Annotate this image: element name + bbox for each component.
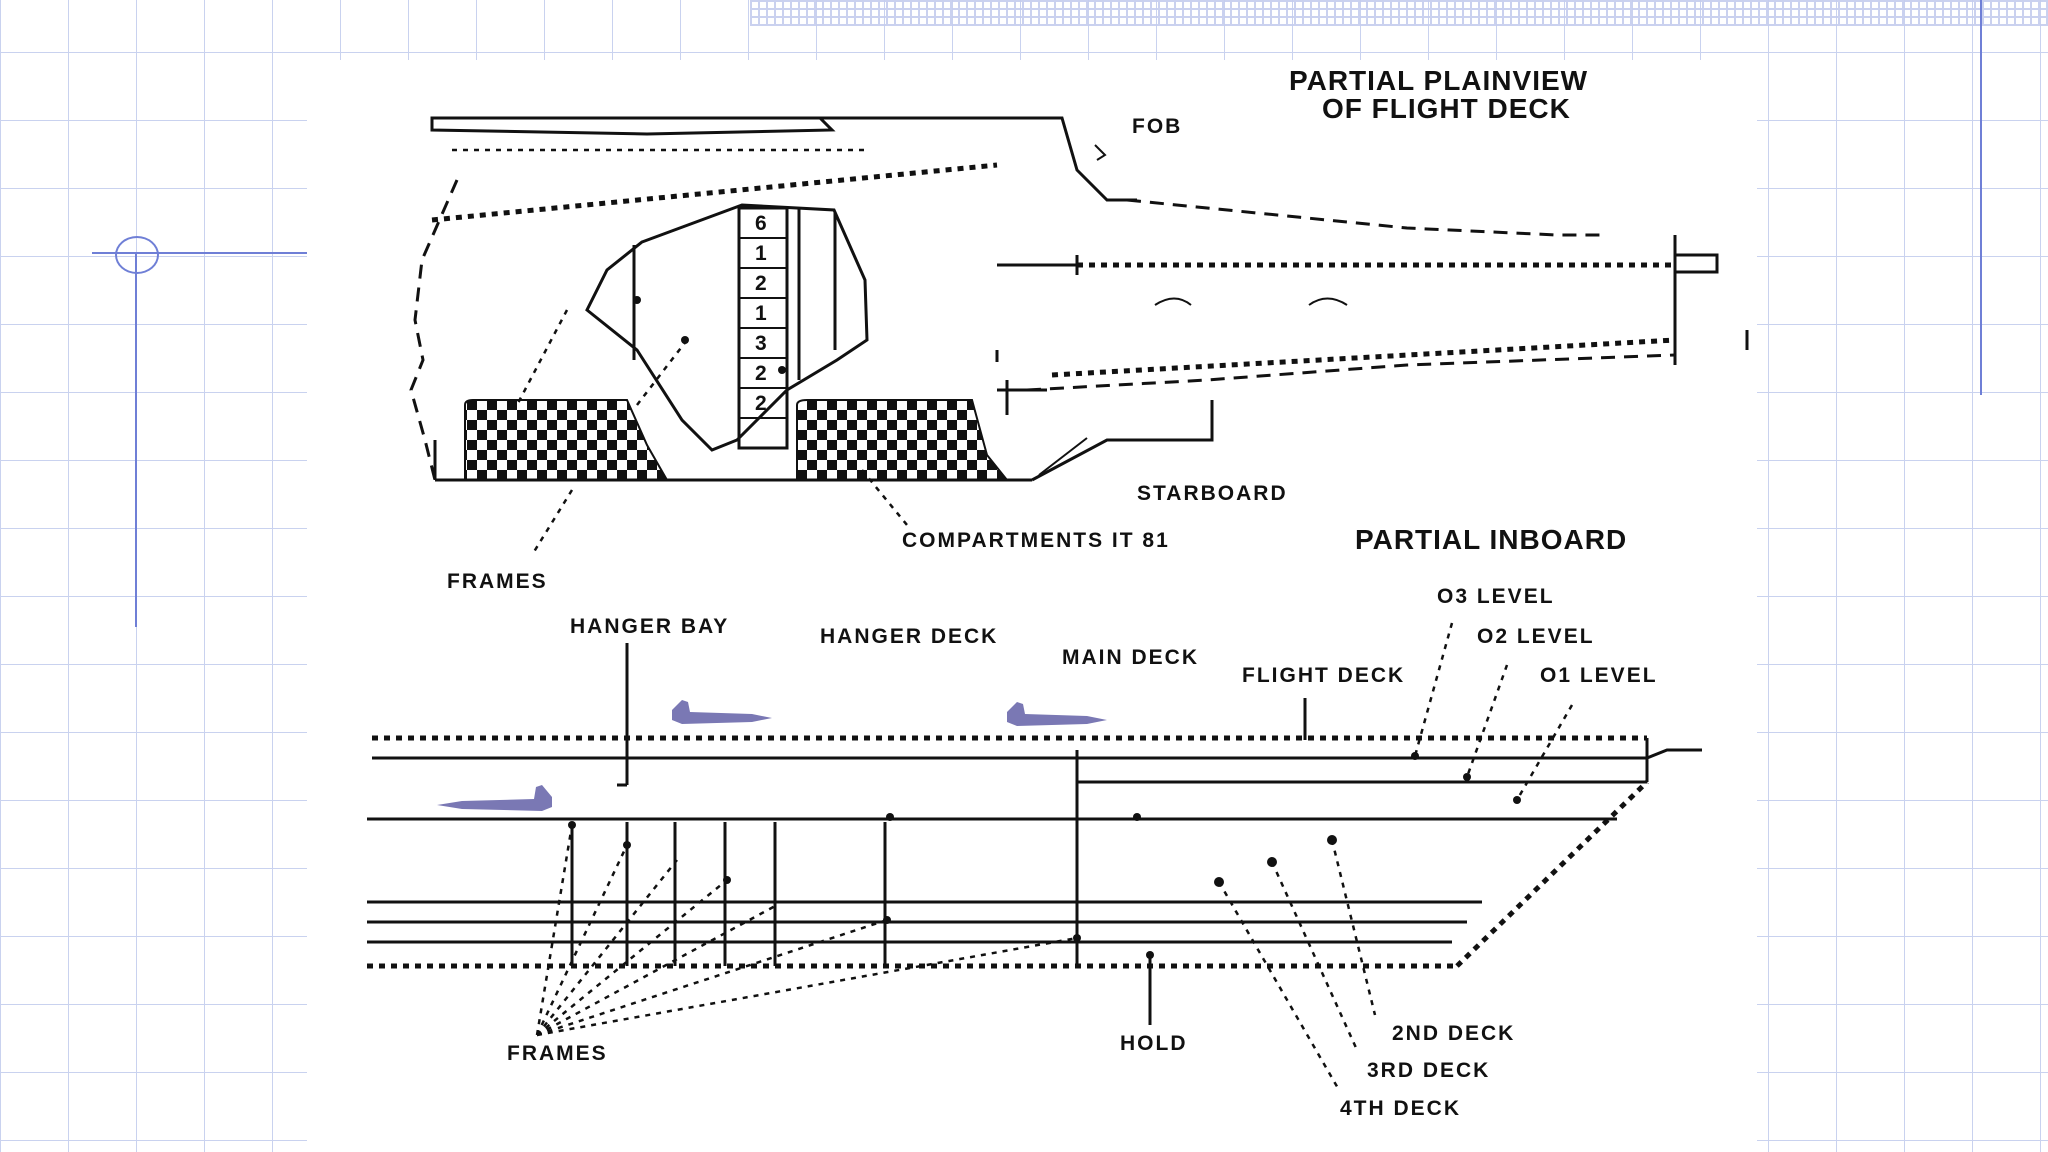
checkered-compartment-right <box>796 399 1010 481</box>
hold-label: HOLD <box>1120 1032 1188 1055</box>
main-deck-label: MAIN DECK <box>1062 646 1199 669</box>
frames-leader-plan <box>515 309 574 556</box>
hull-outline-left <box>409 179 459 481</box>
top-decorative-band <box>750 0 2048 26</box>
leader-dot <box>623 841 631 849</box>
fourth-deck-label: 4TH DECK <box>1340 1097 1461 1120</box>
hangar-bay-label: HANGER BAY <box>570 615 729 638</box>
hull-outline-top <box>820 116 1137 202</box>
compartment-number: 2 <box>755 362 769 385</box>
binder-line-horizontal <box>92 252 307 254</box>
compartment-number: 1 <box>755 242 769 265</box>
leader-dot <box>568 821 576 829</box>
hull-dotted-lower <box>1051 337 1676 378</box>
leader-dot <box>1513 796 1521 804</box>
leader-dot <box>886 813 894 821</box>
compartment-number-cells: 6 1 2 1 3 2 2 <box>739 212 787 419</box>
compartment-number: 2 <box>755 272 769 295</box>
leader-dot <box>1146 951 1154 959</box>
second-deck-leader <box>1330 839 1377 1016</box>
frame-verticals <box>570 643 1307 966</box>
stern-block <box>1673 235 1719 365</box>
leader-dot <box>1327 835 1337 845</box>
compartment-number: 1 <box>755 302 769 325</box>
hull-lower-edge <box>997 380 1214 482</box>
compartment-number: 6 <box>755 212 769 235</box>
o3-level-label: O3 LEVEL <box>1437 585 1555 608</box>
hull-lower-edge-2 <box>1038 437 1088 476</box>
frames-leader-plan-2 <box>636 339 688 406</box>
fob-label: FOB <box>1132 115 1182 138</box>
deck-edge-top <box>430 116 836 136</box>
aircraft-icon <box>672 700 772 724</box>
flight-deck-label: FLIGHT DECK <box>1242 664 1405 687</box>
crosshair-circle-icon <box>115 236 159 274</box>
starboard-label: STARBOARD <box>1137 482 1288 505</box>
leader-dot <box>883 916 891 924</box>
hull-openings <box>1154 297 1348 306</box>
bow-slope <box>1455 780 1649 968</box>
frames-leader-fan <box>535 824 1078 1037</box>
leader-dot <box>633 296 641 304</box>
angled-deck-edge <box>431 162 998 223</box>
checkered-compartment-left <box>464 399 669 481</box>
binder-line-right <box>1980 0 1982 395</box>
third-deck-leader <box>1270 861 1359 1051</box>
o1-level-leader <box>1515 704 1574 801</box>
island-outline <box>585 203 869 452</box>
leader-dot <box>1073 934 1081 942</box>
leader-dot <box>723 876 731 884</box>
hangar-deck-label: HANGER DECK <box>820 625 998 648</box>
leader-dot <box>1411 752 1419 760</box>
leader-dot <box>1133 813 1141 821</box>
o1-level-label: O1 LEVEL <box>1540 664 1658 687</box>
diagram-panel: PARTIAL PLAINVIEW OF FLIGHT DECK FOB 6 1… <box>307 60 1757 1152</box>
inboard-title: PARTIAL INBOARD <box>1355 524 1627 555</box>
ship-diagram: PARTIAL PLAINVIEW OF FLIGHT DECK FOB 6 1… <box>367 65 1749 1120</box>
leader-dot <box>681 336 689 344</box>
second-deck-label: 2ND DECK <box>1392 1022 1515 1045</box>
plan-view: PARTIAL PLAINVIEW OF FLIGHT DECK FOB 6 1… <box>409 65 1749 593</box>
leader-dot <box>1214 877 1224 887</box>
bow-tip <box>1645 738 1702 782</box>
compartment-number: 2 <box>755 392 769 415</box>
third-deck-label: 3RD DECK <box>1367 1059 1490 1082</box>
fob-marker <box>1094 144 1107 161</box>
plan-title-line-2: OF FLIGHT DECK <box>1322 93 1571 124</box>
o3-level-leader <box>1413 622 1454 757</box>
leader-dot <box>778 366 786 374</box>
o2-level-label: O2 LEVEL <box>1477 625 1595 648</box>
o2-level-leader <box>1465 664 1509 778</box>
plan-title-line-1: PARTIAL PLAINVIEW <box>1289 65 1588 96</box>
aircraft-icon <box>437 785 552 811</box>
aircraft-icon <box>1007 702 1107 726</box>
inboard-profile: PARTIAL INBOARD O3 LEVEL O2 LEVEL O1 LEV… <box>367 524 1702 1120</box>
compartments-label: COMPARTMENTS IT 81 <box>902 529 1170 552</box>
frames-label-plan: FRAMES <box>447 570 548 593</box>
leader-dot <box>1267 857 1277 867</box>
hull-dashed-upper <box>1126 198 1607 237</box>
compartment-number: 3 <box>755 332 769 355</box>
leader-dot <box>1463 773 1471 781</box>
hull-dashed-lower <box>1026 353 1676 392</box>
binder-line-vertical <box>135 252 137 627</box>
fourth-deck-leader <box>1217 881 1341 1091</box>
frames-label-inboard: FRAMES <box>507 1042 608 1065</box>
compartments-leader <box>861 469 908 526</box>
